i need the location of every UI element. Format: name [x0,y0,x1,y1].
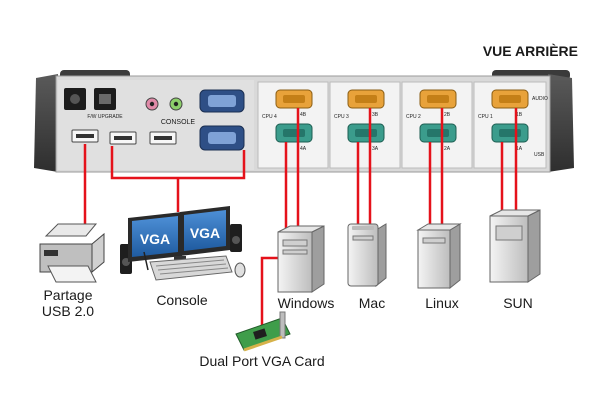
linux-pc-icon [416,223,462,290]
speaker-jack-hole [173,101,179,107]
windows-pc-drive2 [282,249,308,255]
printer-label-line2: USB 2.0 [42,303,94,319]
vga-port-2b-inner [427,95,449,103]
linux-label: Linux [425,295,458,311]
microphone-icon [143,251,149,271]
sun-pc-top [489,209,541,217]
windows-pc-drive [282,239,308,247]
printer-output [47,265,97,283]
linux-pc-drive [422,237,446,244]
port-3b-label: 3B [372,112,379,118]
printer-label-line1: Partage [43,287,92,303]
port-1b-label: 1B [516,112,523,118]
keyboard-keys [155,259,229,275]
mac-pc-handle [352,226,374,230]
cpu2-label: CPU 2 [406,114,421,120]
mac-pc-front [347,223,379,287]
console-label: CONSOLE [161,119,196,126]
port-4a-label: 4A [300,146,307,152]
mac-label: Mac [359,295,385,311]
mac-pc-icon [347,223,387,288]
usb-port-console-2-tongue [154,136,172,140]
cpu1-label: CPU 1 [478,114,493,120]
cables [83,108,518,340]
monitor-1-text: VGA [140,231,170,247]
monitor-2-text: VGA [190,225,220,241]
sun-pc-side [527,209,541,283]
kvm-rear-panel: F/W UPGRADE CONSOLE [34,70,574,173]
cpu-port-group-4: CPU 4 4B 4A [262,89,313,152]
windows-pc-top [277,225,325,233]
cable-vga-card [260,256,280,340]
usb-label: USB [534,152,545,158]
linux-pc-side [449,223,461,290]
usb-port-console-1-tongue [114,136,132,140]
console-device-label: Console [156,292,208,308]
keyboard-icon [149,255,233,281]
vga-card-label: Dual Port VGA Card [199,353,324,369]
console-vga-port-2-inner [208,132,236,144]
speaker-right-cone [232,236,240,244]
monitor-stand [174,256,186,262]
vga-port-4a-inner [283,129,305,137]
fw-upgrade-port-inner [99,94,111,104]
audio-label: AUDIO [532,96,548,102]
port-4b-label: 4B [300,112,307,118]
mac-pc-drive [352,235,374,241]
port-2a-label: 2A [444,146,451,152]
cpu4-label: CPU 4 [262,114,277,120]
vga-port-2a-inner [427,129,449,137]
sun-pc-drive [495,225,523,241]
panel-endcap-left [34,74,58,172]
console-monitors: VGA VGA [120,206,246,281]
monitor-2-screen [184,210,226,251]
vga-port-1a-inner [499,129,521,137]
windows-label: Windows [278,295,335,311]
mic-jack-hole [149,101,155,107]
mouse-icon [234,262,246,278]
printer-icon [39,223,105,283]
printer-paper-tray [44,223,98,237]
vga-port-3b-inner [355,95,377,103]
vga-card-icon [235,311,291,352]
windows-pc-side [311,225,325,293]
cpu-port-group-2: CPU 2 2B 2A [406,89,457,152]
vga-card-chip [253,328,267,340]
vga-port-4b-inner [283,95,305,103]
vga-port-1b-inner [499,95,521,103]
linux-pc-top [416,223,462,231]
sun-pc-icon [489,209,541,283]
diagram-heading: VUE ARRIÈRE [483,43,578,59]
cpu3-label: CPU 3 [334,114,349,120]
port-2b-label: 2B [444,112,451,118]
monitor-1-screen [132,216,178,257]
panel-endcap-right [548,74,574,172]
usb-port-printer-tongue [76,134,94,138]
windows-pc-icon [277,225,325,293]
vga-card-contacts [243,335,283,352]
printer-panel [44,250,58,256]
vga-port-3a-inner [355,129,377,137]
port-1a-label: 1A [516,146,523,152]
port-3a-label: 3A [372,146,379,152]
sun-label: SUN [503,295,533,311]
fw-upgrade-label: F/W UPGRADE [87,114,123,120]
console-vga-port-inner [208,95,236,107]
power-jack-hole [70,94,80,104]
cpu-port-group-3: CPU 3 3B 3A [334,89,385,152]
vga-card-bracket [279,311,286,339]
